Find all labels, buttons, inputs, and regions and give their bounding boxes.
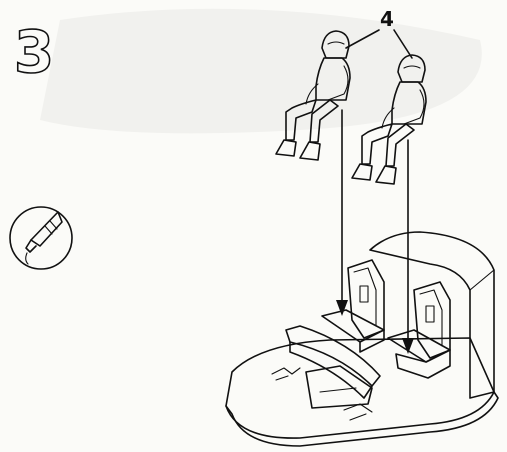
glue-tube-icon: [10, 207, 72, 269]
placement-arrow-right: [402, 140, 414, 354]
floor-plate: [226, 338, 494, 438]
background-wash: [40, 9, 482, 134]
seat-rear: [388, 282, 450, 378]
rear-bulkhead: [370, 232, 494, 398]
callout-label: 4: [380, 7, 394, 31]
step-number: 3: [14, 18, 54, 86]
placement-arrow-left: [336, 110, 348, 316]
